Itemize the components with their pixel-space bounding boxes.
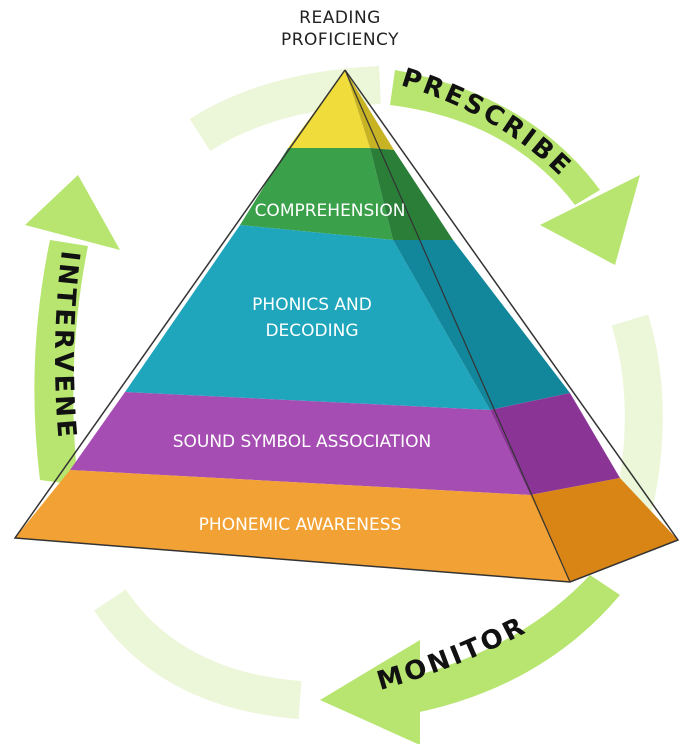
intervene-arrow-head [25, 175, 120, 250]
label-phonemic: PHONEMIC AWARENESS [199, 515, 402, 535]
layer-phonics-side [393, 240, 570, 410]
label-phonics-line2: DECODING [265, 321, 358, 341]
layer-phonemic-front [15, 470, 570, 582]
arrow-ring-bottom-left [94, 589, 302, 719]
layer-sound-symbol-front [70, 392, 530, 495]
label-comprehension: COMPREHENSION [255, 201, 406, 221]
layer-phonemic-side [530, 478, 678, 582]
label-intervene: INTERVENE [48, 249, 85, 441]
label-sound-symbol: SOUND SYMBOL ASSOCIATION [173, 432, 432, 452]
pyramid-front-edge [344, 69, 571, 583]
apex-title-line2: PROFICIENCY [280, 30, 400, 50]
layer-phonics-front [125, 225, 490, 410]
layer-sound-symbol-side [490, 393, 620, 495]
label-intervene-path: INTERVENE [48, 249, 82, 441]
apex-title-line1: READING [299, 8, 381, 28]
pyramid [13, 69, 680, 583]
label-phonics-line1: PHONICS AND [252, 295, 372, 315]
layer-comprehension-side [370, 148, 453, 240]
monitor-arrow-head [320, 640, 420, 744]
intervene-arrow-body [34, 240, 88, 485]
prescribe-arrow-head [540, 175, 640, 265]
prescribe-arrow-body [390, 70, 600, 205]
monitor-arrow-body [400, 575, 620, 715]
layer-comprehension-front [240, 148, 393, 240]
layer-top-front [288, 70, 370, 148]
layer-top-side [345, 70, 394, 150]
